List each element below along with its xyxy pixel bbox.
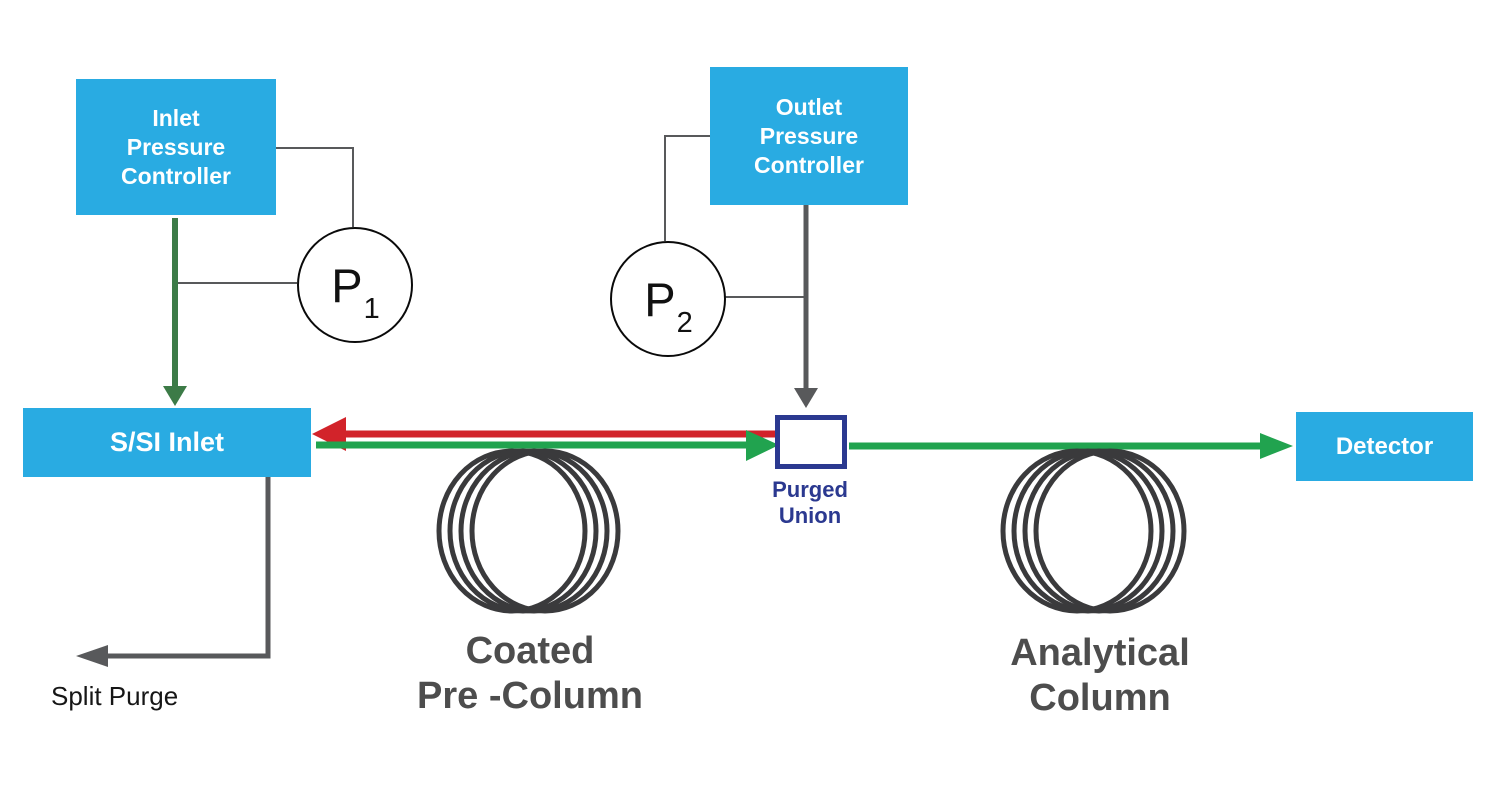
forward-flow-green-arrowhead-icon xyxy=(746,430,779,461)
carrier-gas-arrowhead-icon xyxy=(163,386,187,406)
split-purge-label: Split Purge xyxy=(51,681,179,711)
pre-column-coil-icon xyxy=(436,448,621,614)
analytical-column-label-line: Column xyxy=(1029,677,1171,719)
ssi-inlet-label: S/SI Inlet xyxy=(109,427,225,457)
pre-column-label-line: Pre -Column xyxy=(417,675,643,717)
union-to-detector-arrowhead-icon xyxy=(1260,433,1293,459)
inlet-pressure-controller-label-line: Inlet xyxy=(152,104,200,131)
split-purge-line xyxy=(106,477,271,659)
p1-symbol: P1 xyxy=(331,258,380,325)
purged-union-label-line: Purged xyxy=(772,477,848,502)
pre-column-label-line: Coated xyxy=(465,630,595,672)
analytical-column-label: Analytical Column xyxy=(925,631,1275,721)
inlet-pressure-controller-label-line: Pressure xyxy=(126,133,226,160)
purged-union-box xyxy=(775,415,847,469)
purged-union-label: Purged Union xyxy=(755,477,865,529)
inlet-pressure-controller-label-line: Controller xyxy=(121,162,231,189)
pre-column-label: Coated Pre -Column xyxy=(355,629,705,719)
p2-subscript: 2 xyxy=(676,306,693,339)
p2-symbol: P2 xyxy=(644,272,693,339)
split-purge-arrowhead-icon xyxy=(76,645,108,667)
inlet-to-p1-connector-line xyxy=(275,147,354,227)
analytical-column-label-line: Analytical xyxy=(1010,632,1190,674)
outlet-to-union-arrowhead-icon xyxy=(794,388,818,408)
inlet-pressure-controller-box: Inlet Pressure Controller xyxy=(76,79,276,215)
purged-union-label-line: Union xyxy=(778,503,842,528)
outlet-to-p2-connector-line xyxy=(664,135,710,241)
outlet-pressure-controller-label-line: Pressure xyxy=(759,122,859,149)
pressure-gauge-p2: P2 xyxy=(610,241,726,357)
detector-box: Detector xyxy=(1296,412,1473,481)
pressure-gauge-p1: P1 xyxy=(297,227,413,343)
ssi-inlet-box: S/SI Inlet xyxy=(23,408,311,477)
p1-subscript: 1 xyxy=(363,292,380,325)
detector-label: Detector xyxy=(1335,432,1434,460)
outlet-pressure-controller-label-line: Controller xyxy=(754,151,864,178)
analytical-column-coil-icon xyxy=(1000,448,1187,614)
outlet-pressure-controller-label-line: Outlet xyxy=(775,93,843,120)
outlet-pressure-controller-box: Outlet Pressure Controller xyxy=(710,67,908,205)
